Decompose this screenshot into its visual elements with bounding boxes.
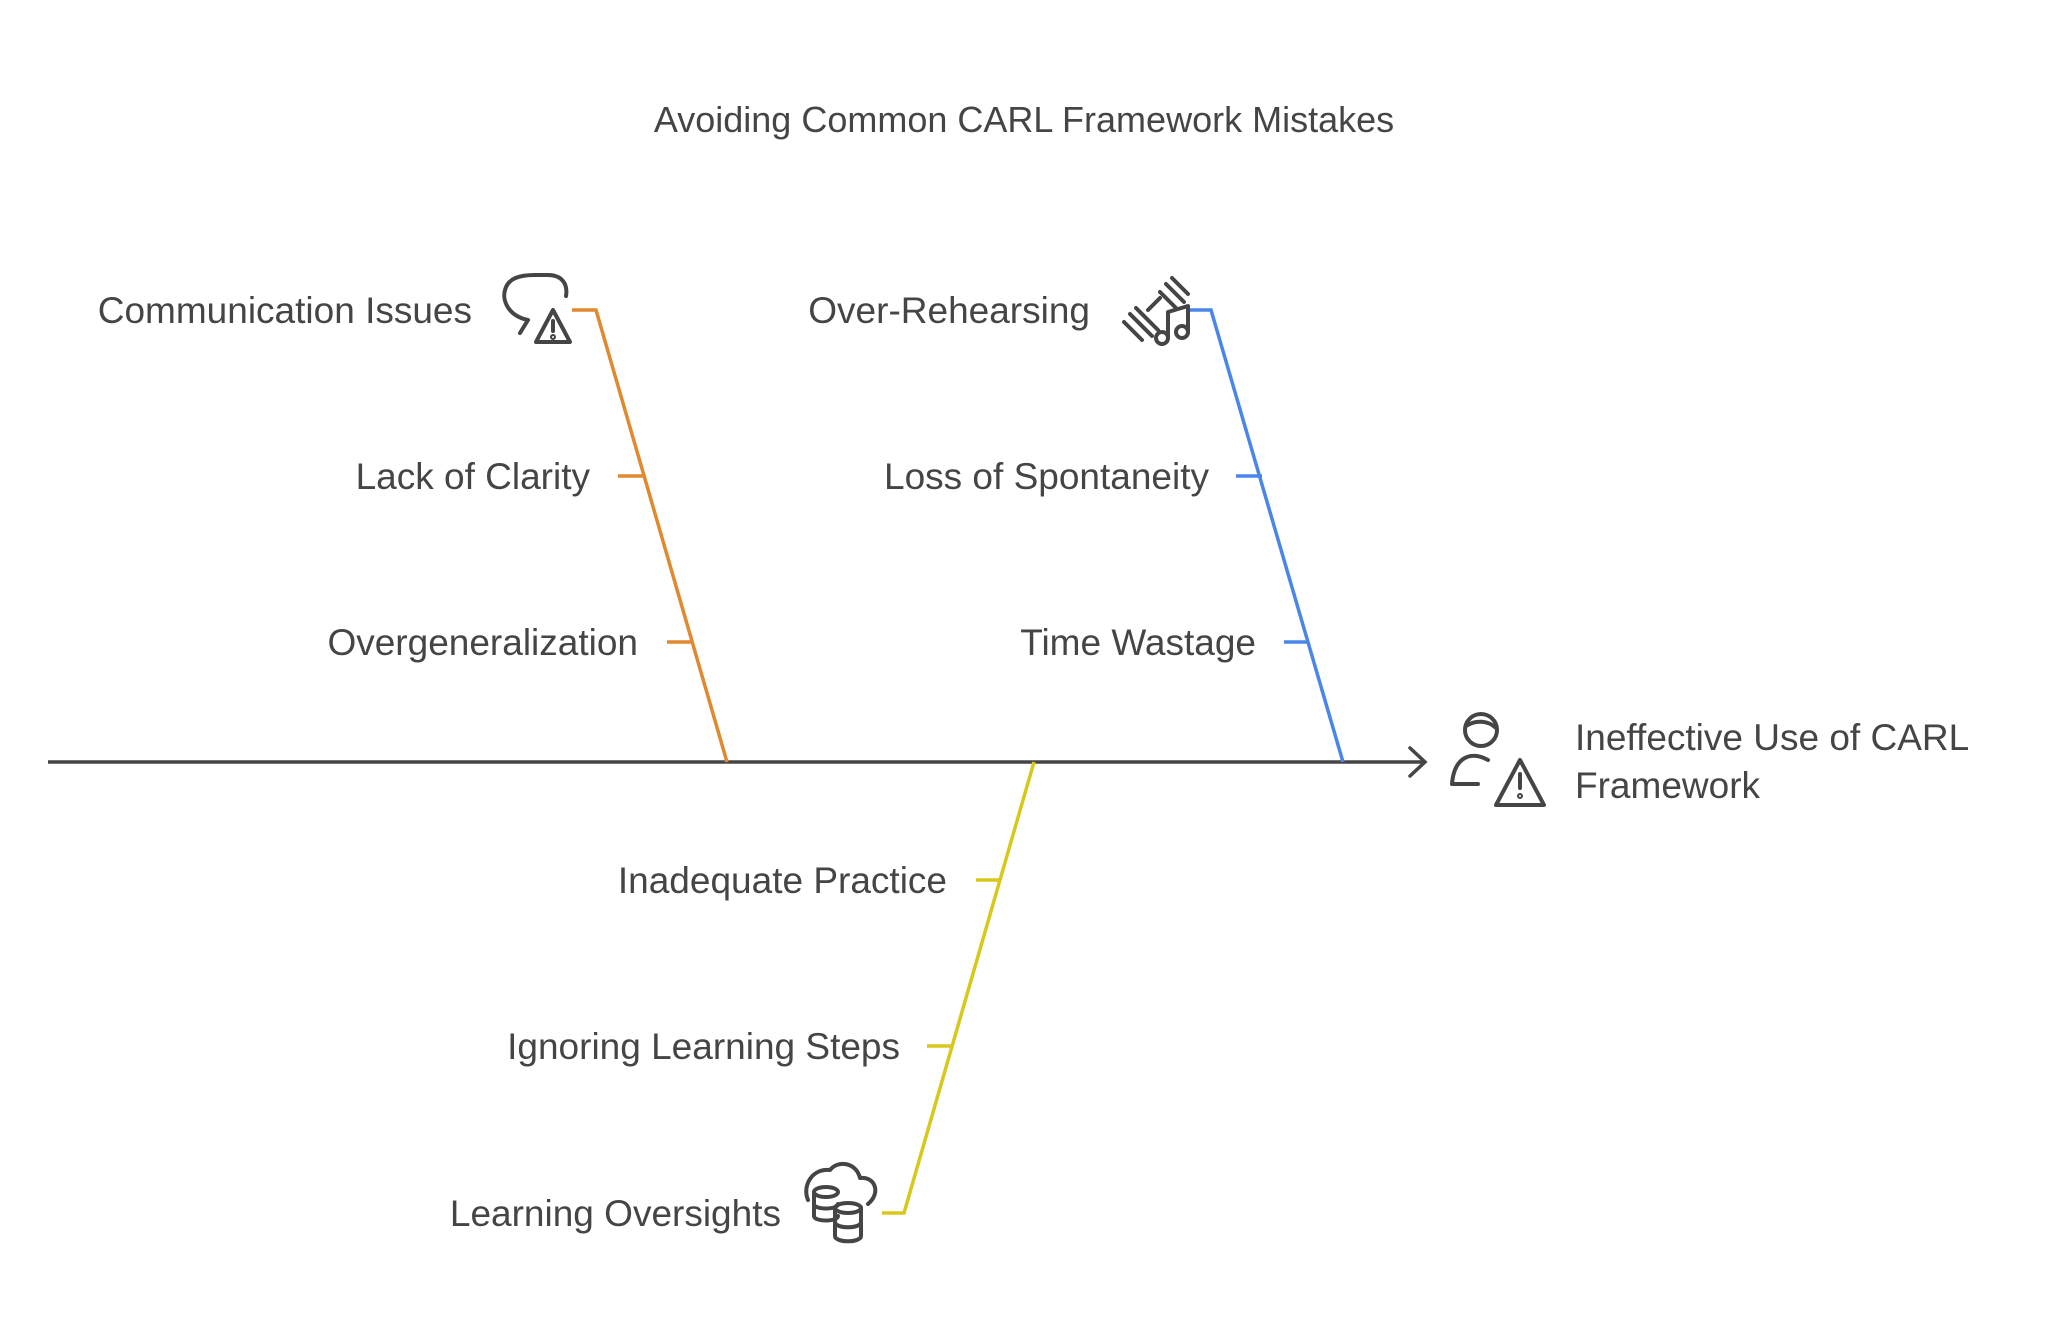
effect-label-line1: Ineffective Use of CARL (1575, 717, 1969, 758)
branch-learning-oversights: Inadequate Practice Ignoring Learning St… (450, 761, 1036, 1244)
cause-label: Time Wastage (1020, 622, 1256, 663)
cloud-database-icon (804, 1161, 878, 1244)
diagram-title: Avoiding Common CARL Framework Mistakes (654, 99, 1394, 140)
spine-arrowhead (1408, 746, 1428, 778)
category-label: Over-Rehearsing (808, 290, 1090, 331)
branch-communication-issues: Communication Issues Lack of Clarity Ove… (98, 273, 729, 763)
dumbbell-music-icon (1122, 276, 1190, 346)
speech-bubble-warning-icon (502, 273, 572, 344)
cause-label: Inadequate Practice (618, 860, 947, 901)
effect-label-line2: Framework (1575, 765, 1761, 806)
effect-node: Ineffective Use of CARL Framework (1450, 712, 1969, 807)
cause-label: Ignoring Learning Steps (507, 1026, 900, 1067)
cause-label: Loss of Spontaneity (884, 456, 1209, 497)
branch-over-rehearsing: Over-Rehearsing Loss of Spontaneity Time… (808, 276, 1345, 763)
person-warning-icon (1450, 712, 1546, 807)
category-label: Communication Issues (98, 290, 472, 331)
cause-label: Lack of Clarity (356, 456, 591, 497)
category-label: Learning Oversights (450, 1193, 781, 1234)
cause-label: Overgeneralization (327, 622, 638, 663)
